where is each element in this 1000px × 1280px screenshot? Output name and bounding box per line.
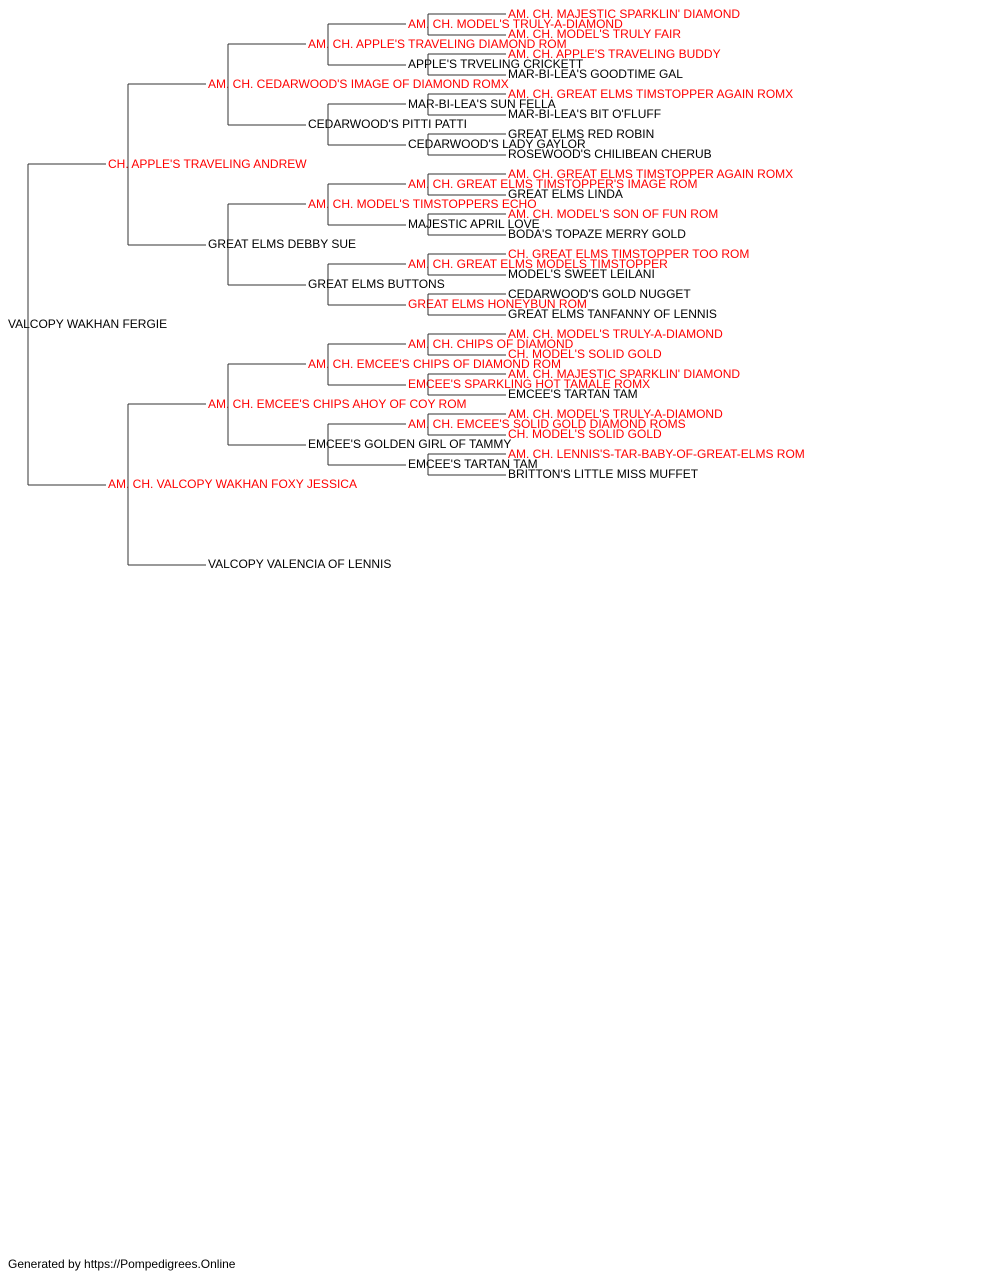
dog-name-dam: CEDARWOOD'S PITTI PATTI [308,117,467,131]
dog-name-sire: AM. CH. MODEL'S SON OF FUN ROM [508,207,718,221]
dog-name-dam: MODEL'S SWEET LEILANI [508,267,655,281]
dog-name-sire: AM. CH. EMCEE'S CHIPS OF DIAMOND ROM [308,357,561,371]
dog-name-dam: EMCEE'S SPARKLING HOT TAMALE ROMX [408,377,650,391]
dog-name-dam: VALCOPY VALENCIA OF LENNIS [208,557,391,571]
dog-name-dam: EMCEE'S GOLDEN GIRL OF TAMMY [308,437,511,451]
dog-name-sire: AM. CH. MODEL'S TRULY-A-DIAMOND [508,407,723,421]
footer-credit: Generated by https://Pompedigrees.Online [8,1257,236,1271]
dog-name-sire: MAR-BI-LEA'S SUN FELLA [408,97,556,111]
dog-name-dam: BRITTON'S LITTLE MISS MUFFET [508,467,699,481]
dog-name-sire: AM. CH. GREAT ELMS MODELS TIMSTOPPER [408,257,668,271]
dog-name-dam: GREAT ELMS TANFANNY OF LENNIS [508,307,717,321]
dog-name-sire: AM. CH. MODEL'S TIMSTOPPERS ECHO [308,197,537,211]
dog-name-sire: AM. CH. EMCEE'S SOLID GOLD DIAMOND ROMS [408,417,686,431]
dog-name-sire: AM. CH. EMCEE'S CHIPS AHOY OF COY ROM [208,397,467,411]
dog-name-sire: AM. CH. MODEL'S TRULY-A-DIAMOND [408,17,623,31]
dog-name-dam: MAR-BI-LEA'S GOODTIME GAL [508,67,683,81]
dog-name-sire: AM. CH. APPLE'S TRAVELING BUDDY [508,47,721,61]
dog-name-sire: GREAT ELMS RED ROBIN [508,127,654,141]
dog-name-sire: AM. CH. GREAT ELMS TIMSTOPPER AGAIN ROMX [508,87,793,101]
dog-name-sire: AM. CH. GREAT ELMS TIMSTOPPER AGAIN ROMX [508,167,793,181]
dog-name-sire: AM. CH. CHIPS OF DIAMOND [408,337,574,351]
dog-name-dam: GREAT ELMS LINDA [508,187,623,201]
dog-name-dam: EMCEE'S TARTAN TAM [508,387,638,401]
dog-name-dam: AM. CH. MODEL'S TRULY FAIR [508,27,681,41]
dog-name-dam: MAJESTIC APRIL LOVE [408,217,540,231]
dog-name-sire: AM. CH. APPLE'S TRAVELING DIAMOND ROM [308,37,567,51]
dog-name-dam: ROSEWOOD'S CHILIBEAN CHERUB [508,147,712,161]
dog-name-sire: CEDARWOOD'S GOLD NUGGET [508,287,691,301]
dog-name-sire: CH. GREAT ELMS TIMSTOPPER TOO ROM [508,247,749,261]
dog-name-sire: AM. CH. LENNIS'S-TAR-BABY-OF-GREAT-ELMS … [508,447,805,461]
dog-name-dam: GREAT ELMS DEBBY SUE [208,237,356,251]
dog-name-sire: AM. CH. MODEL'S TRULY-A-DIAMOND [508,327,723,341]
dog-name-sire: CH. APPLE'S TRAVELING ANDREW [108,157,307,171]
dog-name-dam: MAR-BI-LEA'S BIT O'FLUFF [508,107,661,121]
dog-name-dam: APPLE'S TRVELING CRICKETT [408,57,584,71]
dog-name-dam: BODA'S TOPAZE MERRY GOLD [508,227,686,241]
dog-name-dam: AM. CH. VALCOPY WAKHAN FOXY JESSICA [108,477,357,491]
dog-name-subject: VALCOPY WAKHAN FERGIE [8,317,167,331]
dog-name-dam: CH. MODEL'S SOLID GOLD [508,427,662,441]
dog-name-dam: GREAT ELMS BUTTONS [308,277,445,291]
dog-name-dam: CH. MODEL'S SOLID GOLD [508,347,662,361]
dog-name-dam: GREAT ELMS HONEYBUN ROM [408,297,587,311]
dog-name-sire: AM. CH. MAJESTIC SPARKLIN' DIAMOND [508,367,740,381]
dog-name-sire: AM. CH. GREAT ELMS TIMSTOPPER'S IMAGE RO… [408,177,697,191]
dog-name-sire: AM. CH. CEDARWOOD'S IMAGE OF DIAMOND ROM… [208,77,509,91]
dog-name-dam: CEDARWOOD'S LADY GAYLOR [408,137,586,151]
dog-name-dam: EMCEE'S TARTAN TAM [408,457,538,471]
dog-name-sire: AM. CH. MAJESTIC SPARKLIN' DIAMOND [508,7,740,21]
